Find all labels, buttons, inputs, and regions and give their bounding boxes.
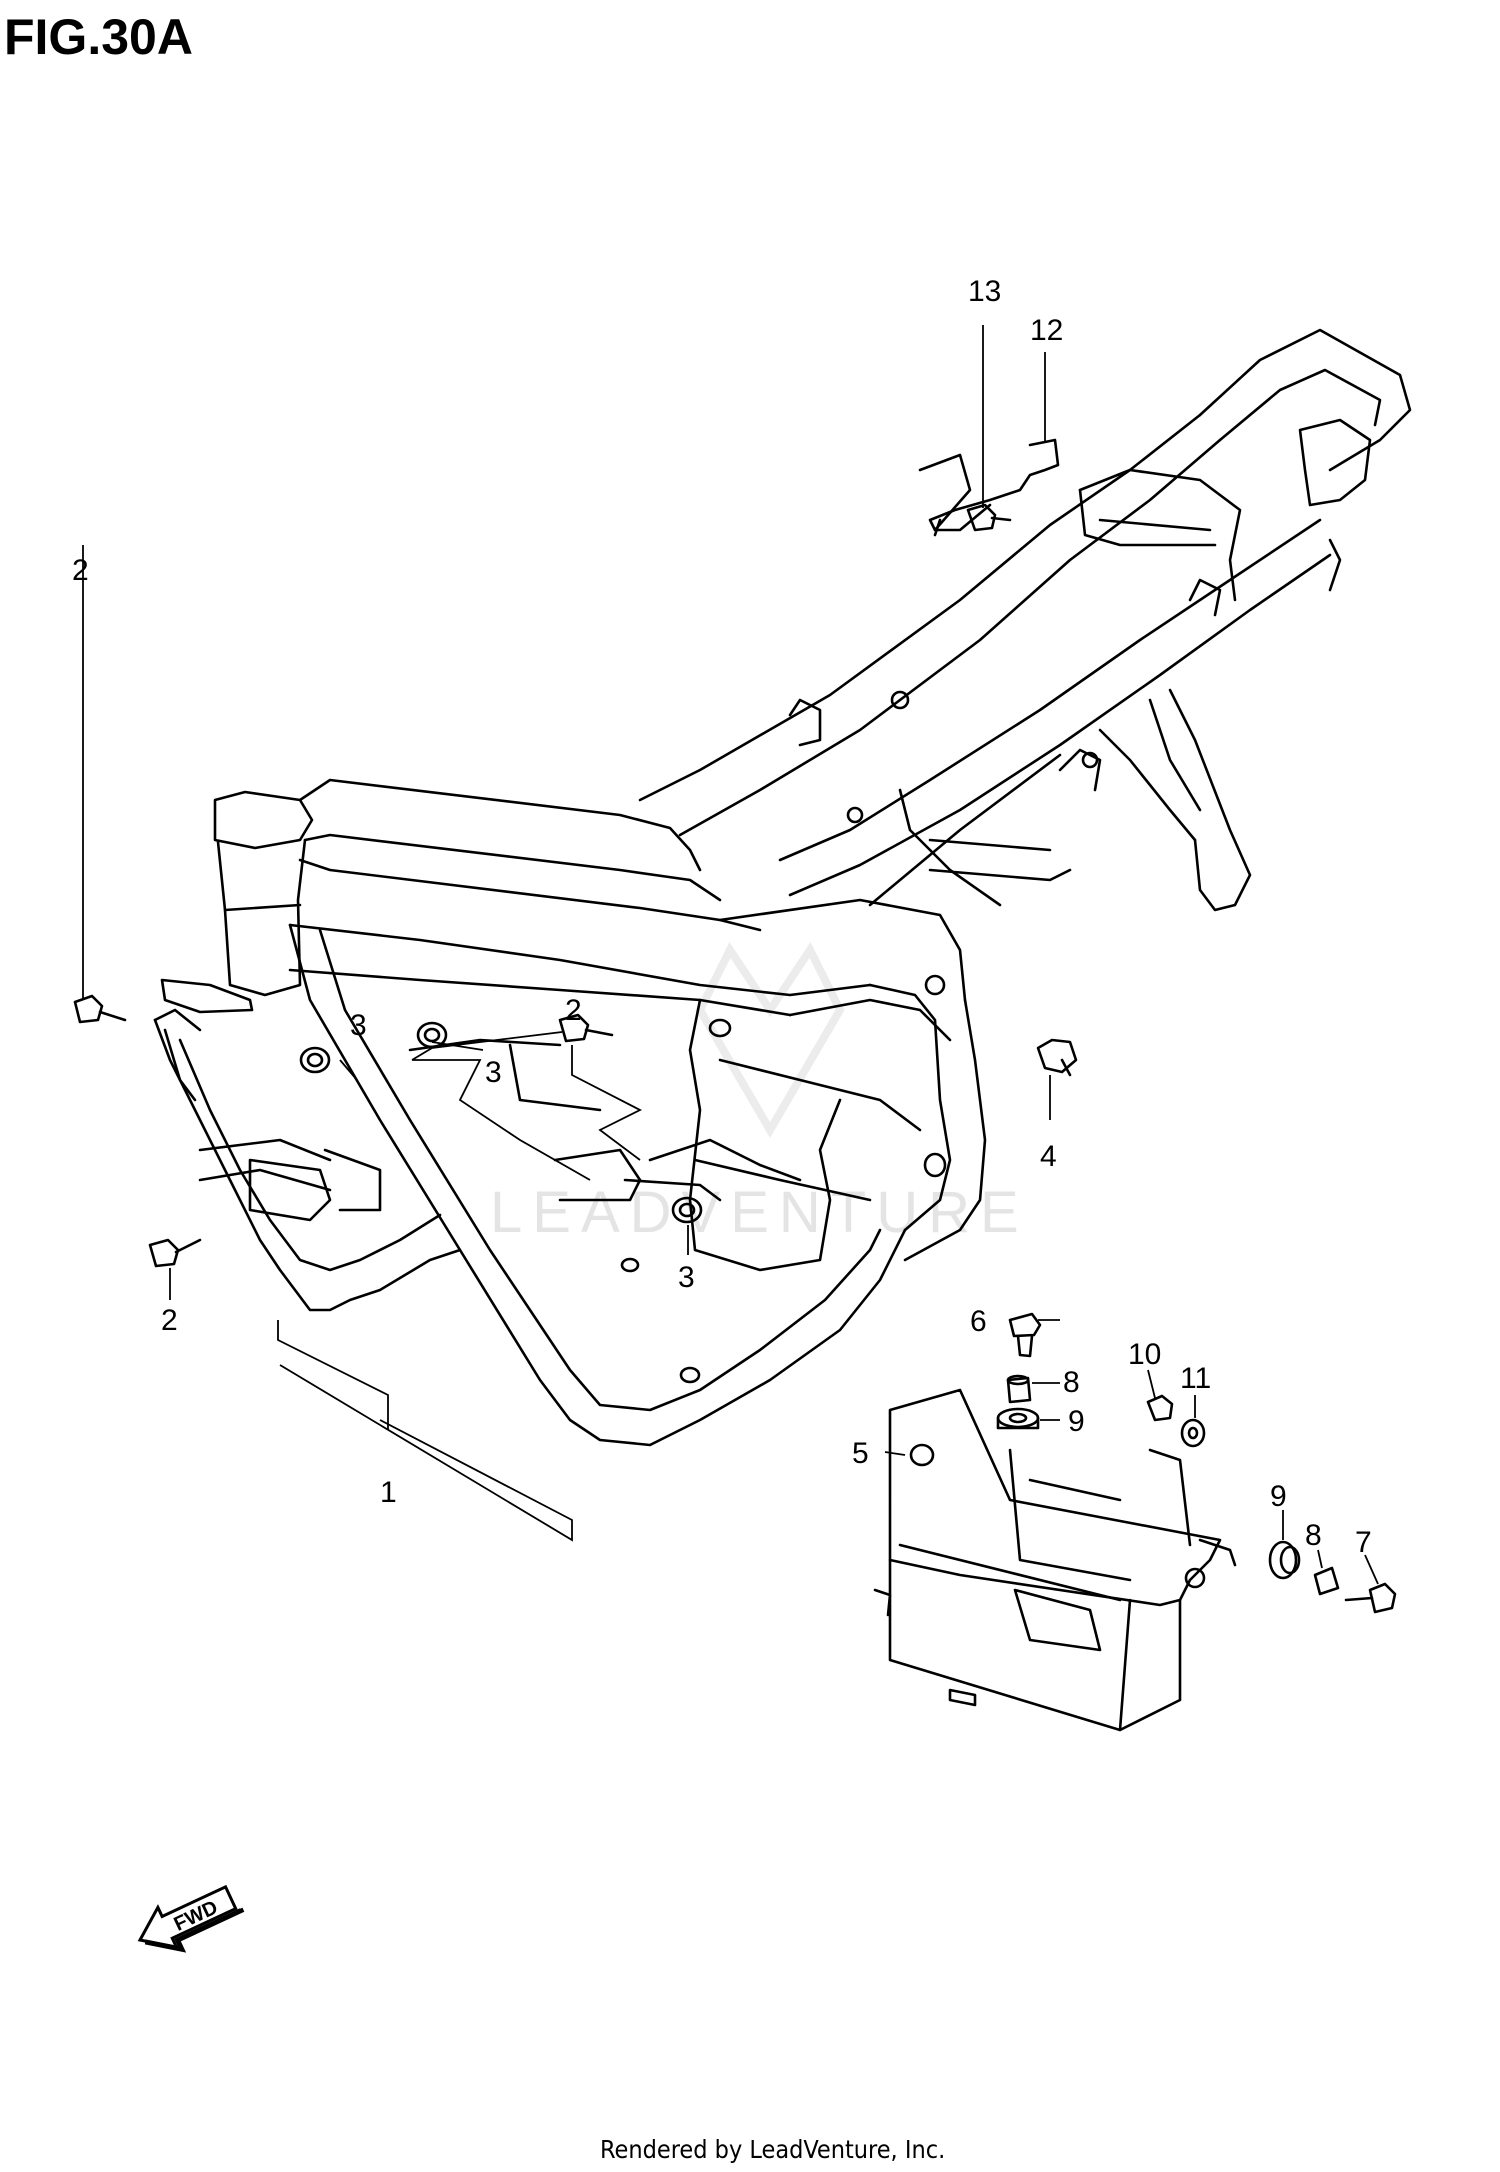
bracket-12[interactable] bbox=[918, 438, 1060, 537]
battery-tray[interactable] bbox=[873, 1388, 1237, 1732]
collar-8-top[interactable] bbox=[1006, 1374, 1032, 1404]
callout-3-center[interactable]: 3 bbox=[485, 1056, 502, 1089]
bolt-7[interactable] bbox=[1344, 1582, 1397, 1614]
callout-9-top[interactable]: 9 bbox=[1068, 1405, 1085, 1438]
callouts: 13 12 2 2 2 3 3 3 4 1 6 8 9 10 11 5 9 8 … bbox=[72, 275, 1372, 1559]
footer-credit: Rendered by LeadVenture, Inc. bbox=[600, 2135, 945, 2164]
callout-2-left-top[interactable]: 2 bbox=[72, 554, 89, 587]
main-frame[interactable] bbox=[153, 328, 1412, 1447]
callout-1[interactable]: 1 bbox=[380, 1476, 397, 1509]
callout-3-bottom[interactable]: 3 bbox=[678, 1261, 695, 1294]
cap-4[interactable] bbox=[1036, 1038, 1078, 1077]
bolt-2-center[interactable] bbox=[558, 1013, 614, 1043]
callout-13[interactable]: 13 bbox=[968, 275, 1001, 308]
callout-12[interactable]: 12 bbox=[1030, 314, 1063, 347]
collar-8-right[interactable] bbox=[1313, 1566, 1340, 1596]
watermark-text: LEADVENTURE bbox=[490, 1180, 1029, 1245]
callout-2-left-bottom[interactable]: 2 bbox=[161, 1304, 178, 1337]
callout-2-center[interactable]: 2 bbox=[565, 994, 582, 1027]
nut-3-left[interactable] bbox=[299, 1046, 331, 1074]
callout-7[interactable]: 7 bbox=[1355, 1526, 1372, 1559]
callout-4[interactable]: 4 bbox=[1040, 1140, 1057, 1173]
callout-3-left[interactable]: 3 bbox=[350, 1009, 367, 1042]
callout-8-right[interactable]: 8 bbox=[1305, 1519, 1322, 1552]
washer-11[interactable] bbox=[1180, 1418, 1206, 1448]
bolt-6[interactable] bbox=[1008, 1312, 1042, 1358]
bolt-2-left-top[interactable] bbox=[73, 994, 127, 1024]
nut-3-center[interactable] bbox=[416, 1021, 448, 1049]
nut-3-bottom[interactable] bbox=[671, 1196, 703, 1224]
figure-title: FIG.30A bbox=[4, 9, 193, 65]
callout-11[interactable]: 11 bbox=[1180, 1362, 1211, 1395]
bolt-2-left-bottom[interactable] bbox=[148, 1238, 202, 1268]
callout-9-right[interactable]: 9 bbox=[1270, 1480, 1287, 1513]
leader-lines bbox=[82, 325, 1379, 1585]
watermark: LEADVENTURE bbox=[490, 942, 1029, 1245]
callout-5[interactable]: 5 bbox=[852, 1437, 869, 1470]
callout-6[interactable]: 6 bbox=[970, 1305, 987, 1338]
callout-8-top[interactable]: 8 bbox=[1063, 1366, 1080, 1399]
fwd-arrow-icon: FWD bbox=[137, 1884, 245, 1953]
nut-10[interactable] bbox=[1146, 1394, 1174, 1422]
callout-10[interactable]: 10 bbox=[1128, 1338, 1161, 1371]
grommet-9-right[interactable] bbox=[1268, 1540, 1301, 1580]
grommet-9-top[interactable] bbox=[996, 1407, 1040, 1430]
